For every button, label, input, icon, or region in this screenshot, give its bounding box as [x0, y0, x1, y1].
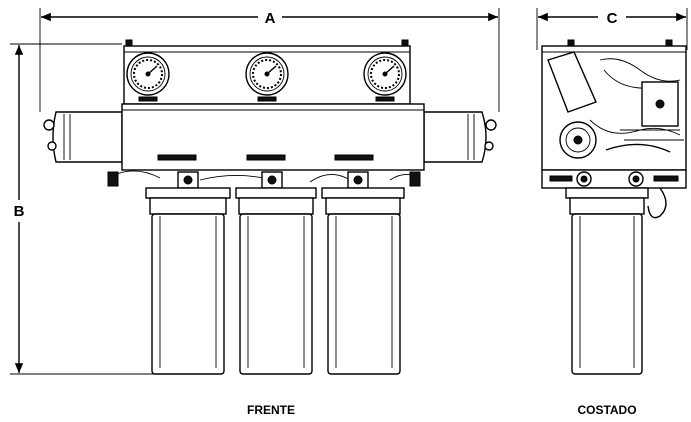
filter-housing-1: [151, 213, 225, 375]
gauge-right: [363, 52, 407, 102]
side-view-label: COSTADO: [577, 403, 636, 417]
dimension-b-label: B: [14, 203, 25, 220]
membrane-housing-left: [52, 111, 123, 163]
dimension-c: [536, 8, 688, 50]
dimension-a: [39, 8, 500, 112]
gauge-center: [245, 52, 289, 102]
filter-housing-3: [327, 213, 401, 375]
front-view-label: FRENTE: [247, 403, 295, 417]
membrane-housing-right: [423, 111, 487, 163]
side-view: [541, 39, 687, 375]
gauge-left: [126, 52, 170, 102]
dimension-a-label: A: [265, 10, 276, 27]
dimension-b: [10, 43, 155, 375]
front-view: [43, 39, 497, 375]
dimension-c-label: C: [607, 10, 618, 27]
filter-housing-2: [239, 213, 313, 375]
